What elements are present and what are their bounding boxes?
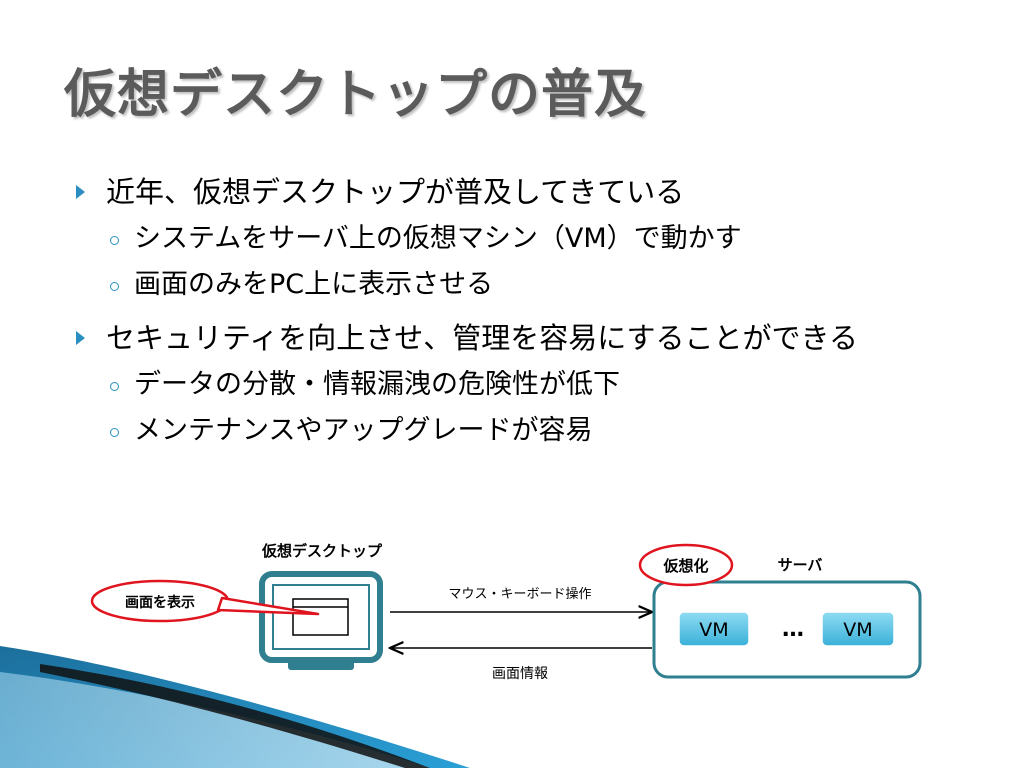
arrow-to-server-label: マウス・キーボード操作: [448, 586, 591, 602]
triangle-bullet-icon: [76, 185, 85, 199]
virtualization-label: 仮想化: [662, 557, 708, 575]
sub-bullet-2-1: データの分散・情報漏洩の危険性が低下: [72, 366, 972, 404]
circle-bullet-icon: [110, 236, 119, 245]
sub-bullet-1-2-text: 画面のみをPC上に表示させる: [134, 269, 494, 300]
bullet-list: 近年、仮想デスクトップが普及してきている システムをサーバ上の仮想マシン（VM）…: [72, 172, 972, 450]
bullet-2-text: セキュリティを向上させ、管理を容易にすることができる: [106, 321, 858, 355]
sub-bullet-2-1-text: データの分散・情報漏洩の危険性が低下: [134, 369, 620, 400]
sub-bullet-1-1: システムをサーバ上の仮想マシン（VM）で動かす: [72, 220, 972, 258]
sub-bullet-2-2-text: メンテナンスやアップグレードが容易: [134, 415, 593, 446]
vm-label-1: VM: [699, 619, 728, 641]
bullet-2: セキュリティを向上させ、管理を容易にすることができる: [72, 318, 972, 358]
sub-bullet-1-1-text: システムをサーバ上の仮想マシン（VM）で動かす: [134, 223, 742, 254]
sub-bullet-1-2: 画面のみをPC上に表示させる: [72, 266, 972, 304]
vm-box-2: [821, 611, 895, 647]
display-callout-label: 画面を表示: [125, 594, 195, 611]
client-label: 仮想デスクトップ: [261, 542, 383, 560]
vm-ellipsis: …: [782, 617, 804, 642]
monitor-icon: [259, 571, 383, 670]
arrow-to-client-label: 画面情報: [492, 666, 548, 682]
circle-bullet-icon: [110, 282, 119, 291]
virtualization-callout: [638, 543, 734, 587]
server-box: [652, 580, 922, 679]
server-label: サーバ: [778, 556, 823, 574]
circle-bullet-icon: [110, 382, 119, 391]
bullet-1-text: 近年、仮想デスクトップが普及してきている: [106, 175, 685, 209]
vm-label-2: VM: [843, 619, 872, 641]
slide-title: 仮想デスクトップの普及: [64, 65, 648, 125]
vm-box-1: [678, 611, 750, 647]
circle-bullet-icon: [110, 428, 119, 437]
triangle-bullet-icon: [76, 331, 85, 345]
display-callout-pointer: [216, 596, 320, 616]
window-icon: [292, 598, 349, 636]
sub-bullet-2-2: メンテナンスやアップグレードが容易: [72, 412, 972, 450]
bullet-1: 近年、仮想デスクトップが普及してきている: [72, 172, 972, 212]
